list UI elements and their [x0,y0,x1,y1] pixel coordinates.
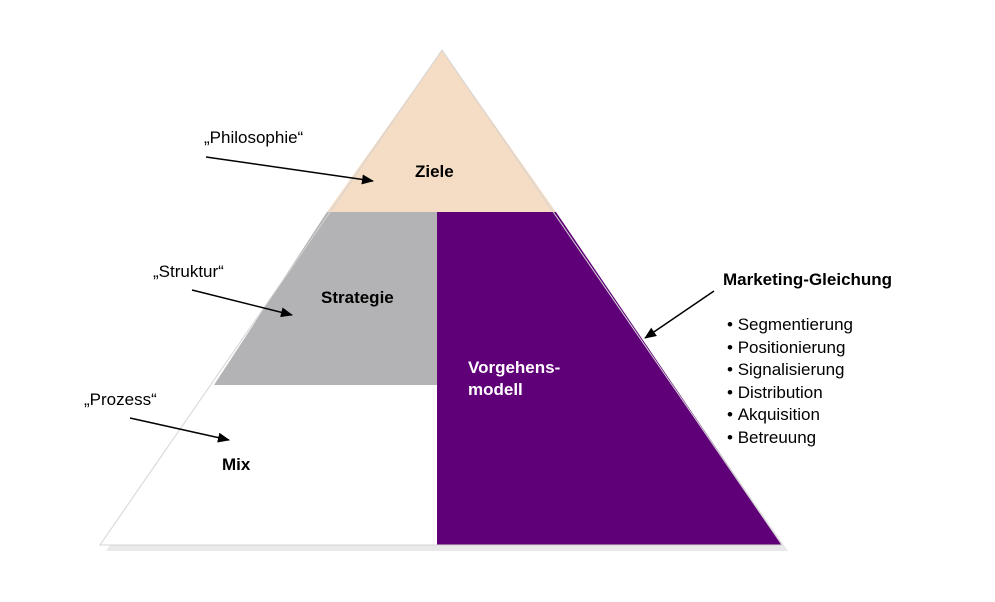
marketing-gleichung-list: Segmentierung Positionierung Signalisier… [727,314,853,449]
marketing-gleichung-title: Marketing-Gleichung [723,270,893,289]
level-mix: Mix [222,455,251,474]
list-item: Signalisierung [727,359,853,382]
list-item: Akquisition [727,404,853,427]
vorgehensmodell-line2: modell [468,380,523,399]
list-item: Positionierung [727,337,853,360]
level-strategie: Strategie [321,288,394,307]
label-struktur: „Struktur“ [153,262,224,281]
list-item: Distribution [727,382,853,405]
arrow-prozess [129,417,230,443]
arrow-marketing-gleichung [644,290,715,339]
pyramid-middle-strategie [214,212,437,385]
arrow-philosophie [205,156,374,185]
vorgehensmodell-line1: Vorgehens- [468,358,561,377]
pyramid-outline [99,49,783,546]
label-philosophie: „Philosophie“ [204,128,304,147]
pyramid-right-vorgehensmodell [437,212,782,545]
level-ziele: Ziele [415,162,454,181]
pyramid-top-ziele [327,50,556,212]
pyramid-bottom-mix [100,385,437,545]
list-item: Betreuung [727,427,853,450]
arrow-struktur [191,289,293,318]
level-vorgehensmodell: Vorgehens- modell [468,357,560,401]
list-item: Segmentierung [727,314,853,337]
label-prozess: „Prozess“ [84,390,157,409]
